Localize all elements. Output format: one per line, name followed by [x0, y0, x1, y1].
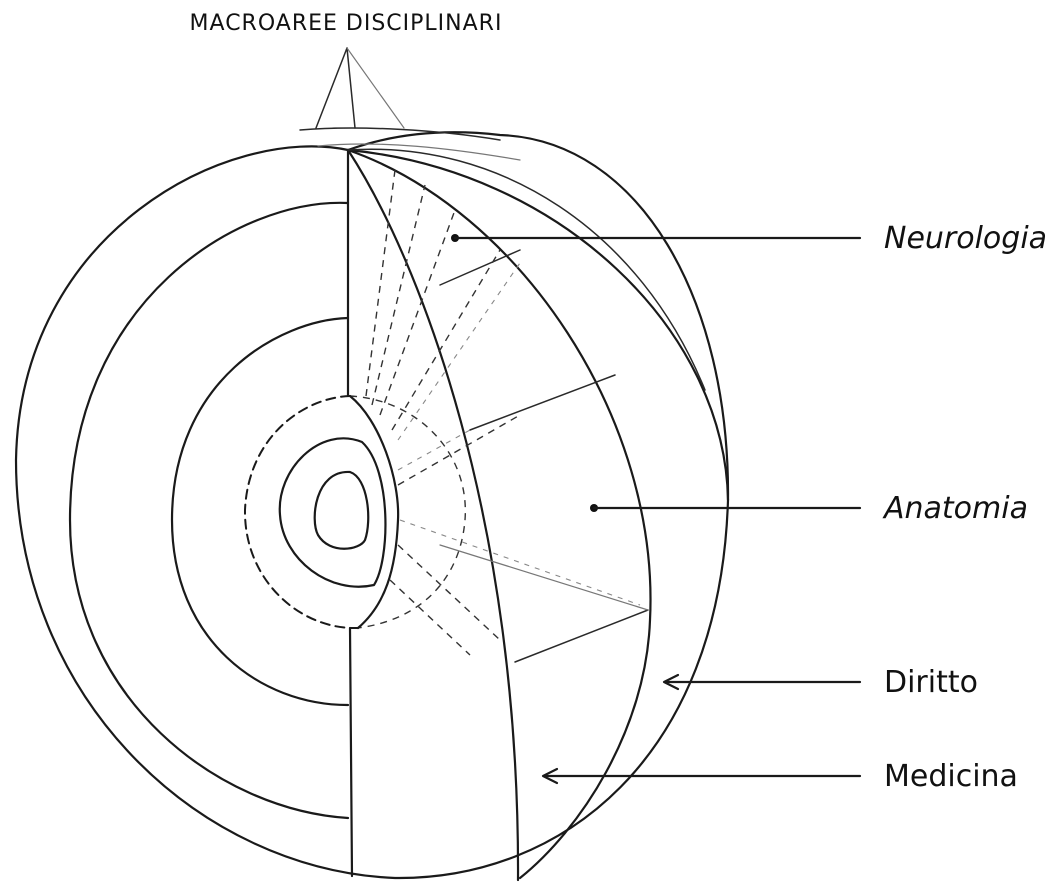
- label-anatomia: Anatomia: [882, 491, 1028, 526]
- label-medicina: Medicina: [884, 759, 1018, 794]
- core-boundary: [245, 396, 358, 628]
- diagram-title: MACROAREE DISCIPLINARI: [190, 11, 503, 36]
- top-cap-arc-1: [300, 128, 500, 140]
- meridian-arc-4: [348, 149, 705, 390]
- sphere-outer-outline: [16, 132, 728, 878]
- outer-shell-ring-2: [172, 318, 348, 705]
- leader-neurologia: [451, 234, 860, 242]
- leader-medicina: [543, 769, 860, 783]
- core-front-edge: [350, 396, 398, 628]
- meridian-arc-3: [348, 150, 728, 500]
- label-neurologia: Neurologia: [884, 221, 1047, 256]
- leader-anatomia: [590, 504, 860, 512]
- title-pointer-lines: [316, 48, 404, 128]
- cut-plane-lower: [350, 628, 352, 876]
- label-diritto: Diritto: [884, 665, 978, 700]
- meridian-arc-1: [348, 150, 518, 880]
- dashed-core-rays: [366, 170, 640, 655]
- outer-shell-ring-1: [70, 203, 348, 818]
- inner-ring-1: [280, 438, 386, 586]
- wedge-section-lines: [440, 250, 648, 662]
- inner-ring-2: [315, 472, 369, 549]
